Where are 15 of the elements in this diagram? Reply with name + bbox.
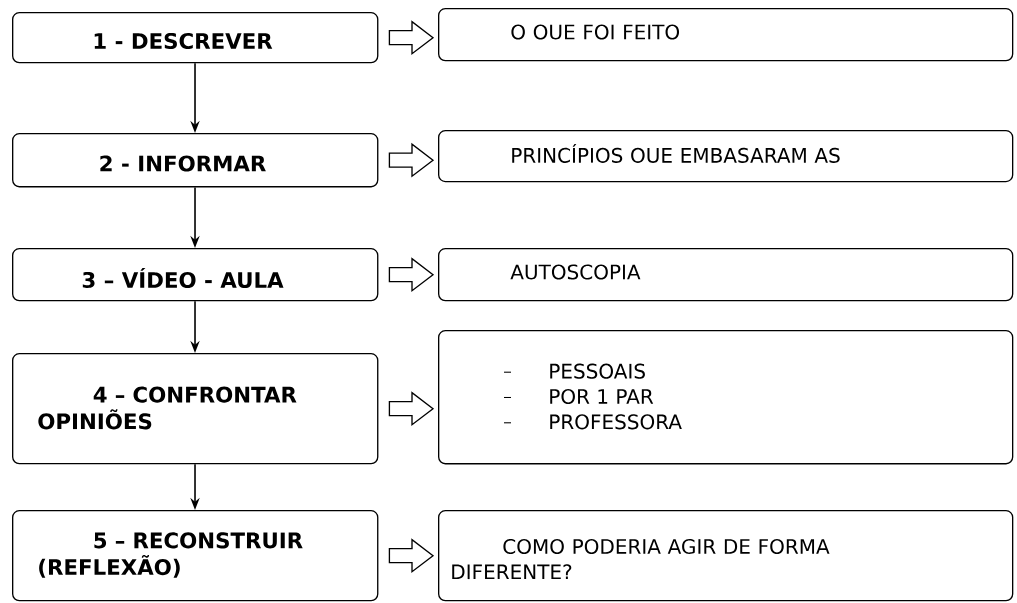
note-box: O OUE FOI FEITO: [438, 8, 1014, 62]
step-box: 2 - INFORMAR: [12, 133, 379, 188]
note-box: PESSOAIS POR 1 PAR PROFESSORA: [438, 330, 1014, 465]
block-arrow: [388, 20, 435, 55]
step-box: 5 – RECONSTRUIR (REFLEXÃO): [12, 510, 379, 602]
note-box: PRINCÍPIOS OUE EMBASARAM AS: [438, 130, 1014, 183]
block-arrow: [388, 142, 435, 178]
block-arrow: [388, 391, 435, 426]
step-box: 4 – CONFRONTAR OPINIÕES: [12, 353, 379, 465]
step-box: 1 - DESCREVER: [12, 12, 379, 64]
note-box: AUTOSCOPIA: [438, 248, 1014, 302]
note-box: COMO PODERIA AGIR DE FORMA DIFERENTE?: [438, 510, 1014, 602]
step-box: 3 – VÍDEO - AULA: [12, 248, 379, 302]
block-arrow: [388, 257, 435, 292]
block-arrow: [388, 538, 435, 573]
